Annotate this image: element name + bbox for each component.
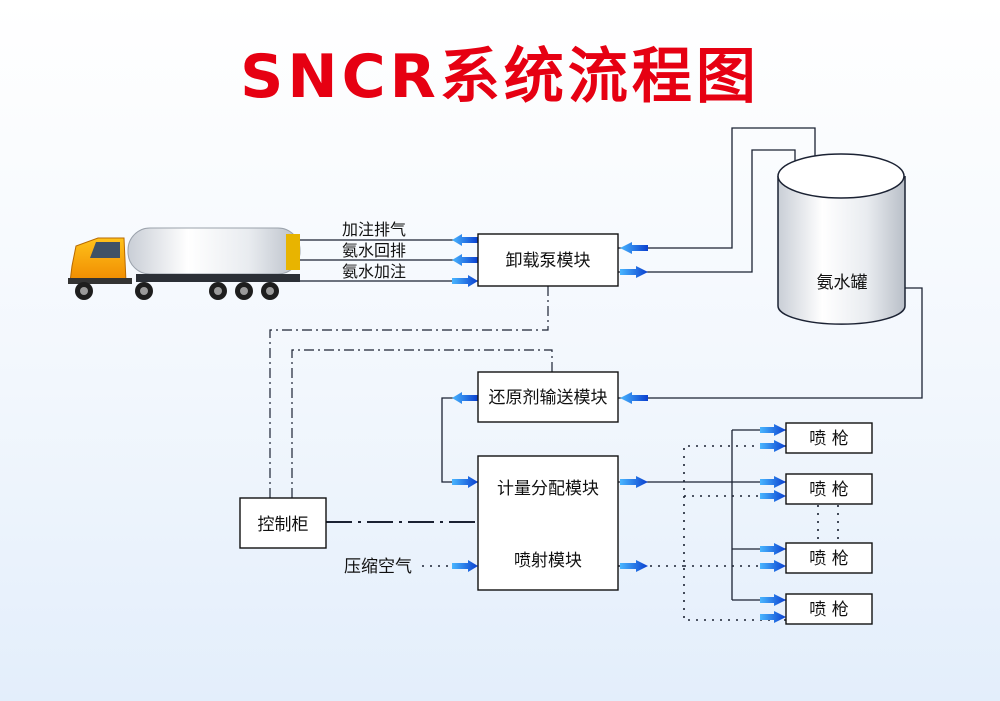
nozzle-label: 喷 枪 — [809, 429, 848, 449]
diagram-title: SNCR系统流程图 — [240, 42, 760, 112]
nozzle-box-1 — [785, 422, 873, 454]
control-cabinet-box — [239, 497, 327, 549]
metering-injection-module-box — [477, 455, 619, 591]
flow-arrows — [452, 234, 786, 623]
tanker-truck-icon — [68, 227, 301, 300]
air-lines — [422, 445, 839, 621]
nozzle-label: 喷 枪 — [809, 600, 848, 620]
storage-tank-icon — [777, 153, 906, 325]
ammonia-tank-label: 氨水罐 — [817, 273, 868, 293]
nozzle-box-2 — [785, 473, 873, 505]
control-cabinet-label: 控制柜 — [258, 515, 309, 535]
reductant-transfer-module-box — [477, 371, 619, 423]
truck-line-label: 氨水回排 — [342, 241, 406, 260]
truck-line-label: 氨水加注 — [342, 262, 406, 281]
injection-module-label: 喷射模块 — [514, 551, 582, 571]
nozzle-label: 喷 枪 — [809, 549, 848, 569]
control-signal-lines — [269, 286, 553, 523]
metering-distribution-module-label: 计量分配模块 — [497, 479, 599, 499]
unload-pump-module-label: 卸载泵模块 — [506, 251, 591, 271]
nozzle-box-3 — [785, 542, 873, 574]
truck-line-label: 加注排气 — [342, 220, 406, 239]
compressed-air-label: 压缩空气 — [344, 557, 412, 577]
nozzle-label: 喷 枪 — [809, 480, 848, 500]
nozzle-box-4 — [785, 593, 873, 625]
reductant-transfer-module-label: 还原剂输送模块 — [489, 388, 608, 408]
unload-pump-module-box — [477, 233, 619, 287]
